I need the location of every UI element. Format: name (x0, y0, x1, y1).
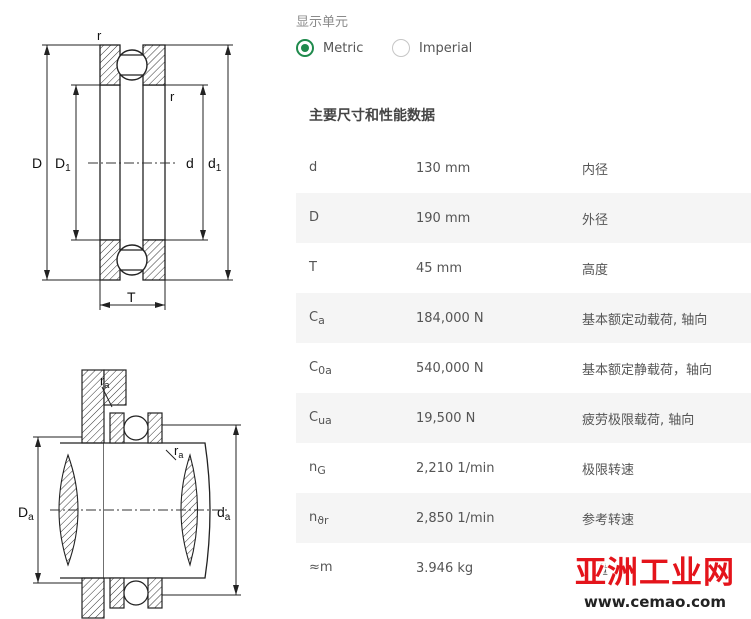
dim-D-label: D (32, 155, 42, 171)
symbol-cell: T (309, 259, 317, 275)
symbol-cell: ≈m (309, 559, 333, 575)
metric-radio-button[interactable] (296, 39, 314, 57)
table-row: nϑr 2,850 1/min 参考转速 (296, 493, 751, 543)
radius-ra-right-label: ra (174, 443, 183, 460)
watermark-url: www.cemao.com (584, 593, 726, 611)
description-cell: 基本额定动载荷, 轴向 (582, 312, 708, 328)
description-cell: 参考转速 (582, 512, 635, 528)
radius-ra-top-label: ra (100, 373, 109, 390)
table-row: ≈m 3.946 kg 重量 (296, 543, 751, 593)
symbol-cell: Cua (309, 409, 332, 427)
description-cell: 重量 (582, 562, 609, 578)
value-cell: 130 mm (416, 160, 471, 176)
table-row: nG 2,210 1/min 极限转速 (296, 443, 751, 493)
units-label: 显示单元 (296, 15, 349, 30)
symbol-cell: D (309, 209, 320, 225)
table-row: d 130 mm 内径 (296, 143, 751, 193)
value-cell: 190 mm (416, 210, 471, 226)
watermark-logo: 亚洲工业网 www.cemao.com (567, 555, 743, 613)
symbol-cell: C0a (309, 359, 332, 377)
description-cell: 极限转速 (582, 462, 635, 478)
dim-d1-label: d1 (208, 155, 222, 174)
bearing-section-drawing: D D1 d d1 T r r (32, 28, 233, 310)
dim-Da-label: Da (18, 504, 34, 523)
table-row: Ca 184,000 N 基本额定动载荷, 轴向 (296, 293, 751, 343)
value-cell: 45 mm (416, 260, 463, 276)
section-title: 主要尺寸和性能数据 (309, 108, 435, 124)
radius-r-top-label: r (97, 28, 102, 43)
imperial-radio-label[interactable]: Imperial (419, 40, 473, 56)
metric-radio-option[interactable]: Metric (296, 39, 363, 57)
description-cell: 基本额定静载荷，轴向 (582, 362, 713, 378)
description-cell: 外径 (582, 212, 609, 228)
radius-r-right-label: r (170, 89, 175, 104)
symbol-cell: d (309, 159, 318, 175)
dim-d-label: d (186, 155, 194, 171)
table-row: D 190 mm 外径 (296, 193, 751, 243)
metric-radio-label[interactable]: Metric (323, 40, 364, 56)
value-cell: 540,000 N (416, 360, 484, 376)
watermark-text: 亚洲工业网 (575, 555, 735, 591)
value-cell: 2,210 1/min (416, 460, 495, 476)
symbol-cell: nϑr (309, 509, 329, 527)
description-cell: 高度 (582, 262, 609, 278)
symbol-cell: nG (309, 459, 326, 477)
description-cell: 疲劳极限载荷, 轴向 (582, 412, 695, 428)
value-cell: 2,850 1/min (416, 510, 495, 526)
symbol-cell: Ca (309, 309, 325, 327)
table-row: T 45 mm 高度 (296, 243, 751, 293)
value-cell: 184,000 N (416, 310, 484, 326)
table-row: Cua 19,500 N 疲劳极限载荷, 轴向 (296, 393, 751, 443)
spec-table: d 130 mm 内径 D 190 mm 外径 T 45 mm 高度 Ca 18… (296, 143, 751, 593)
dim-D1-label: D1 (55, 155, 71, 174)
value-cell: 3.946 kg (416, 560, 474, 576)
description-cell: 内径 (582, 162, 609, 178)
imperial-radio-option[interactable]: Imperial (392, 39, 472, 57)
mounting-dimension-drawing: Da da ra ra (18, 369, 241, 619)
dim-da-label: da (217, 504, 231, 523)
dim-T-label: T (127, 289, 136, 305)
table-row: C0a 540,000 N 基本额定静载荷，轴向 (296, 343, 751, 393)
value-cell: 19,500 N (416, 410, 476, 426)
imperial-radio-button[interactable] (392, 39, 410, 57)
